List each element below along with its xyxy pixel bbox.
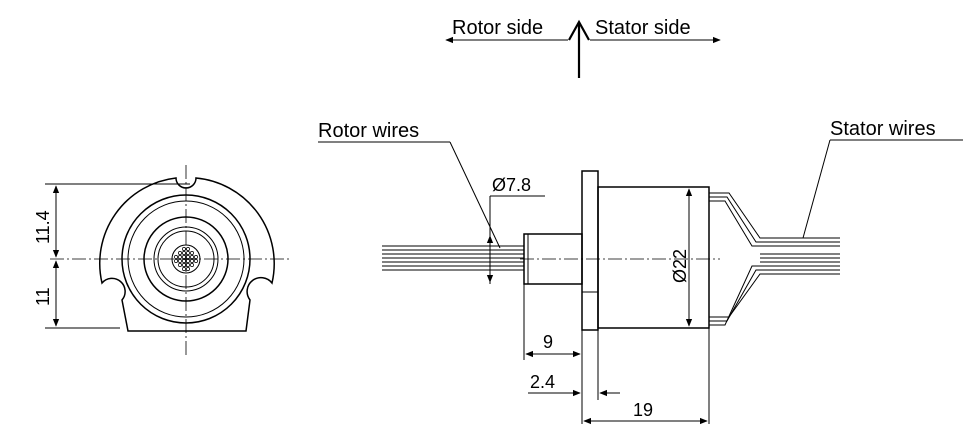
wire-dot	[186, 255, 190, 259]
wire-dot	[186, 267, 190, 271]
wire-dot	[186, 263, 190, 267]
wire-dot	[190, 263, 194, 267]
wire-dot	[178, 263, 182, 267]
wire-dot	[186, 251, 190, 255]
dim-body-text: Ø22	[670, 249, 690, 283]
wire-dot	[194, 255, 198, 259]
wire-dot	[190, 255, 194, 259]
dim-upper-text: 11.4	[33, 210, 53, 244]
rotor-wires-label: Rotor wires	[318, 120, 419, 142]
direction-indicator: Rotor side Stator side	[445, 17, 721, 78]
wire-dot	[182, 259, 186, 263]
wire-dot	[190, 251, 194, 255]
side-view: Rotor wires Stator wires Ø7.8 Ø22 9 2.4 …	[318, 118, 963, 425]
wire-dot	[182, 263, 186, 267]
wire-dot	[174, 255, 178, 259]
stator-wires	[709, 192, 840, 326]
stator-body	[597, 186, 710, 329]
rotor-wires-leader	[449, 141, 501, 249]
wire-dot	[190, 259, 194, 263]
stator-wires-leader	[802, 139, 831, 239]
dim-shaft-text: Ø7.8	[492, 175, 531, 195]
up-arrow-head	[568, 19, 590, 41]
dim-flange-text: 2.4	[530, 372, 555, 392]
wire-dot	[182, 255, 186, 259]
wire-dot	[174, 259, 178, 263]
rotor-side-label: Rotor side	[452, 17, 543, 39]
wire-dot	[178, 251, 182, 255]
wire-dot	[186, 247, 190, 251]
front-view: 11.4 11	[33, 165, 290, 355]
wire-dot	[182, 247, 186, 251]
wire-dot	[182, 251, 186, 255]
stator-wires-label: Stator wires	[830, 118, 936, 140]
dim-total-text: 19	[633, 400, 653, 420]
stator-side-label: Stator side	[595, 17, 691, 39]
wire-dot	[178, 259, 182, 263]
dim-shaft-length-text: 9	[543, 332, 553, 352]
dim-lower-text: 11	[33, 287, 53, 306]
wire-dot	[186, 259, 190, 263]
wire-dot	[182, 267, 186, 271]
rotor-wires	[382, 245, 524, 271]
flange	[581, 170, 599, 331]
flange-outline	[99, 177, 275, 332]
wire-dot	[194, 259, 198, 263]
wire-dot	[178, 255, 182, 259]
